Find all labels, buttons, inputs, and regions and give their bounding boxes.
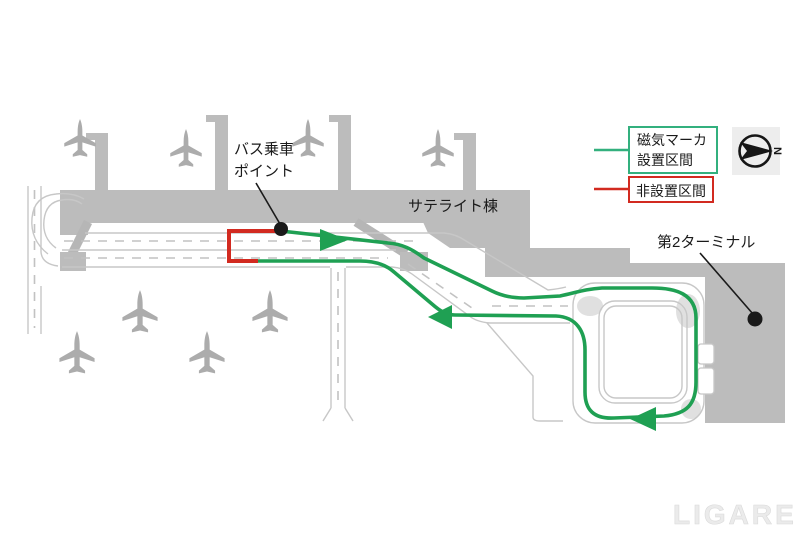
legend-not-installed-box (628, 176, 714, 203)
route-arrow-loop-icon (630, 407, 656, 431)
road-center-dashes (407, 263, 473, 309)
satellite-concourse-building (60, 190, 530, 223)
area-boundary (486, 322, 563, 422)
legend-installed-label-line2: 設置区間 (637, 152, 693, 168)
ground-patch (681, 399, 701, 419)
bus-point-label: バス乗車 (234, 141, 294, 158)
ground-patch (577, 296, 603, 316)
building-pier (67, 219, 93, 257)
bus-point-dot (274, 222, 288, 236)
jetway-stub (463, 140, 476, 192)
satellite-building-label: サテライト棟 (408, 198, 498, 215)
legend-not-installed-label: 非設置区間 (636, 183, 706, 199)
building-pier (353, 218, 409, 258)
ramp-curve (31, 192, 85, 255)
route-arrow-left-icon (428, 305, 452, 329)
watermark-logo: LIGARE (673, 499, 797, 530)
compass-north-label: N (771, 147, 783, 155)
pier-foot (60, 252, 86, 271)
road-edge (85, 232, 567, 291)
annotations: バス乗車 ポイント サテライト棟 第2ターミナル (234, 141, 763, 327)
jetway-stub (338, 122, 351, 192)
terminal2-building (485, 248, 785, 423)
satellite-extension (423, 222, 530, 248)
bus-point-leader-line (255, 182, 281, 225)
ramp-curve (43, 198, 83, 249)
airplane-icon (170, 128, 202, 167)
airplane-icon (422, 128, 454, 167)
airplane-icon (292, 118, 324, 157)
airplane-icon (189, 331, 225, 374)
loop-island (598, 300, 688, 404)
terminal2-leader-line (699, 252, 754, 315)
legend-installed-box (628, 126, 718, 174)
road-edge (27, 186, 42, 334)
jetway-stub (95, 140, 108, 192)
road-edge (40, 251, 59, 267)
legend: 磁気マーカ 設置区間 非設置区間 (594, 126, 718, 203)
route-not-installed-path (227, 229, 281, 263)
airplane-icon (59, 331, 95, 374)
compass-icon: N (732, 127, 783, 175)
bus-route (227, 229, 698, 431)
bus-point-label-line2: ポイント (234, 163, 294, 180)
bus-shelter (697, 343, 715, 365)
terminal2-label: 第2ターミナル (657, 233, 755, 251)
legend-installed-label: 磁気マーカ (637, 132, 707, 148)
terminal2-dot (747, 311, 763, 327)
route-arrow-right-icon (320, 229, 348, 251)
jetway-cap (86, 133, 108, 140)
airplane-icon (252, 290, 288, 333)
road-edge (322, 268, 354, 422)
loop-island-inner (603, 305, 683, 399)
jetway-cap (329, 115, 351, 122)
jetway-cap (206, 115, 228, 122)
compass-arrow-icon (740, 142, 773, 160)
bus-shelter (697, 367, 715, 395)
route-installed-path (258, 229, 698, 420)
jetway-stub (215, 122, 228, 192)
road-edge (346, 266, 570, 324)
airplane-icon (122, 290, 158, 333)
jetway-cap (454, 133, 476, 140)
